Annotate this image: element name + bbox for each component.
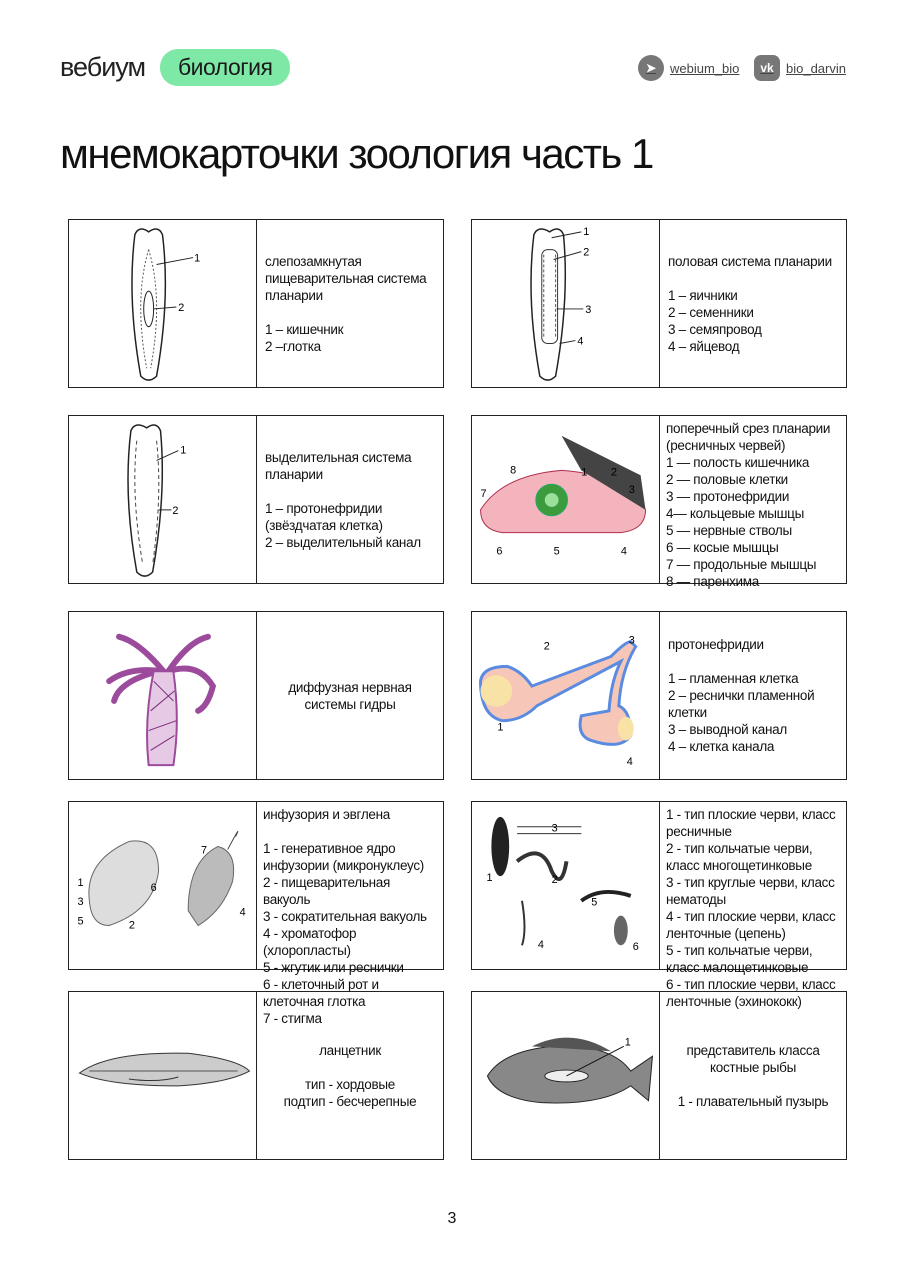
figure-label: 2 <box>583 247 589 259</box>
figure-label: 1 <box>581 466 587 478</box>
figure-label: 4 <box>240 907 246 919</box>
figure-label: 6 <box>633 941 639 953</box>
figure-label: 3 <box>629 484 635 496</box>
card-text: протонефридии 1 – пламенная клетка 2 – р… <box>668 637 815 754</box>
logo: вебиум <box>60 52 146 82</box>
figure-label: 4 <box>621 545 627 557</box>
flashcard: диффузная нервная системы гидры <box>68 611 444 780</box>
figure-label: 1 <box>583 226 589 238</box>
telegram-handle: webium_bio <box>670 60 740 76</box>
telegram-icon: ➤ <box>638 55 664 81</box>
figure-label: 1 <box>486 872 492 884</box>
card-text: ланцетник тип - хордовые подтип - бесчер… <box>283 1042 417 1109</box>
vk-icon: vk <box>754 55 780 81</box>
figure-label: 3 <box>78 896 84 908</box>
protonephridia-figure: 1 2 3 4 <box>472 612 660 779</box>
page-title: мнемокарточки зоология часть 1 <box>60 130 654 177</box>
infusoria-euglena-figure: 1 2 3 4 5 6 7 <box>69 802 257 969</box>
flashcard: 1 2 3 4 половая система планарии 1 – яичник… <box>471 219 847 388</box>
figure-label: 7 <box>201 844 207 856</box>
card-text: представитель класса костные рыбы 1 - пл… <box>677 1042 829 1109</box>
figure-label: 2 <box>129 919 135 931</box>
card-text: слепозамкнутая пищеварительная система п… <box>265 253 427 354</box>
figure-label: 1 <box>497 722 503 734</box>
vk-link[interactable]: vk bio_darvin <box>754 55 846 81</box>
card-text: выделительная система планарии 1 – прото… <box>265 449 421 550</box>
figure-label: 8 <box>510 464 516 476</box>
card-text: 1 - тип плоские черви, класс ресничные 2… <box>666 807 836 1009</box>
card-text: половая система планарии 1 – яичники 2 –… <box>668 253 832 354</box>
figure-label: 3 <box>629 635 635 647</box>
flashcard: 1 2 3 4 протонефридии 1 – пламенная клетка … <box>471 611 847 780</box>
lancelet-figure <box>69 992 257 1159</box>
figure-label: 2 <box>611 466 617 478</box>
figure-label: 4 <box>577 336 583 348</box>
figure-label: 1 <box>194 253 200 265</box>
page-number: 3 <box>447 1210 457 1227</box>
figure-label: 3 <box>552 823 558 835</box>
bony-fish-figure: 1 <box>472 992 660 1159</box>
hydra-nervous-system-figure <box>69 612 257 779</box>
planaria-reproductive-figure: 1 2 3 4 <box>472 220 660 387</box>
card-text: инфузория и эвглена 1 - генеративное ядр… <box>263 807 427 1026</box>
figure-label: 4 <box>538 939 544 951</box>
figure-label: 3 <box>585 304 591 316</box>
figure-label: 7 <box>481 488 487 500</box>
figure-label: 2 <box>172 505 178 517</box>
figure-label: 2 <box>552 874 558 886</box>
figure-label: 1 <box>78 877 84 889</box>
worm-types-figure: 1 2 3 4 5 6 <box>472 802 660 969</box>
figure-label: 2 <box>178 302 184 314</box>
subject-badge: биология <box>160 49 291 86</box>
flashcard: ланцетник тип - хордовые подтип - бесчер… <box>68 991 444 1160</box>
flashcard: 1 2 3 4 5 6 1 - тип плоские черви, класс ресн… <box>471 801 847 1009</box>
figure-label: 4 <box>627 756 633 768</box>
card-text: поперечный срез планарии (ресничных черв… <box>666 421 831 589</box>
telegram-link[interactable]: ➤ webium_bio <box>638 55 739 81</box>
figure-label: 2 <box>544 641 550 653</box>
figure-label: 5 <box>78 916 84 928</box>
vk-handle: bio_darvin <box>786 60 846 76</box>
figure-label: 1 <box>625 1036 631 1048</box>
figure-label: 6 <box>496 545 502 557</box>
flashcard: 1 2 3 4 5 6 7 инфузория и эвглена 1 - генерати… <box>68 801 444 1026</box>
figure-label: 1 <box>180 445 186 457</box>
card-text: диффузная нервная системы гидры <box>288 679 412 712</box>
figure-label: 6 <box>151 882 157 894</box>
figure-label: 5 <box>591 897 597 909</box>
figure-label: 5 <box>554 545 560 557</box>
flashcard: 1 представитель класса костные рыбы 1 - … <box>471 991 847 1160</box>
